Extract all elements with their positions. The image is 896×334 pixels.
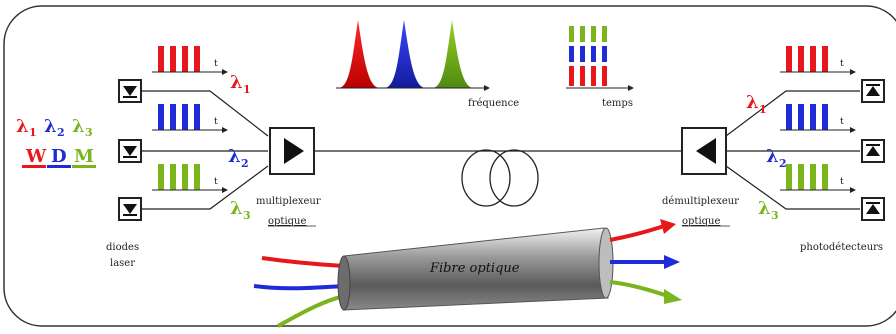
right-pulses-red: t — [780, 46, 856, 75]
legend-lambda2-sub: 2 — [57, 126, 65, 139]
legend-lambda3: λ — [72, 116, 85, 137]
lambda3-right-sub: 3 — [771, 209, 779, 222]
t-label-left-3: t — [214, 177, 218, 187]
time-pulses: temps — [566, 26, 634, 109]
left-pulses-blue: t — [152, 104, 228, 133]
multiplexer: multiplexeur optique — [256, 127, 321, 227]
arrow-out-green — [609, 280, 669, 298]
lambda3-left: λ — [230, 198, 243, 219]
t-label-left-1: t — [214, 59, 218, 69]
left-pulses-green: t — [152, 164, 228, 193]
demultiplexer-label-line1: démultiplexeur — [662, 196, 739, 207]
fibre-cable: Fibre optique — [253, 219, 682, 328]
legend-lambda1: λ — [16, 116, 29, 137]
photodetectors-label: photodétecteurs — [800, 242, 883, 253]
strand-in-green — [277, 294, 345, 328]
temps-label: temps — [602, 98, 633, 109]
lambda1-right-sub: 1 — [759, 103, 767, 116]
demultiplexer: démultiplexeur optique — [662, 127, 739, 227]
laser-diode-1 — [118, 79, 142, 103]
t-label-left-2: t — [214, 117, 218, 127]
photodetector-2 — [861, 139, 885, 163]
legend-underline-red — [22, 165, 46, 168]
left-wiring — [141, 90, 269, 210]
lambda2-left: λ — [228, 146, 241, 167]
multiplexer-label-line1: multiplexeur — [256, 196, 321, 207]
demultiplexer-arrow-icon — [696, 138, 716, 164]
right-pulses-blue: t — [780, 104, 856, 133]
wdm-legend: λ 1 λ 2 λ 3 W D M — [16, 116, 96, 168]
t-label-right-2: t — [840, 117, 844, 127]
laser-diode-3 — [118, 197, 142, 221]
laser-diodes: diodes laser — [106, 79, 142, 269]
peak-green — [432, 20, 474, 88]
laser-diode-2 — [118, 139, 142, 163]
peak-blue — [384, 20, 426, 88]
photodetectors: photodétecteurs — [800, 79, 885, 253]
lambda2-left-sub: 2 — [241, 157, 249, 170]
legend-d: D — [51, 146, 67, 167]
arrow-out-red — [609, 224, 665, 242]
strand-in-red — [261, 256, 345, 268]
demultiplexer-label-line2: optique — [682, 216, 720, 227]
diodes-label-line2: laser — [110, 258, 135, 269]
legend-lambda2: λ — [44, 116, 57, 137]
outer-frame — [3, 5, 896, 327]
left-lambda-labels: λ 1 λ 2 λ 3 — [228, 72, 251, 222]
legend-lambda1-sub: 1 — [29, 126, 37, 139]
fibre-coil-icon — [461, 149, 539, 207]
right-wiring — [725, 90, 860, 210]
lambda1-right: λ — [746, 92, 759, 113]
right-pulses-green: t — [780, 164, 856, 193]
left-pulses-red: t — [152, 46, 228, 75]
fibre-label: Fibre optique — [429, 261, 520, 276]
lambda1-left-sub: 1 — [243, 83, 251, 96]
photodetector-3 — [861, 197, 885, 221]
spectrum-peaks: fréquence — [336, 20, 519, 109]
legend-underline-green — [72, 165, 96, 168]
t-label-right-1: t — [840, 59, 844, 69]
multiplexer-label-line2: optique — [268, 216, 306, 227]
t-label-right-3: t — [840, 177, 844, 187]
lambda3-left-sub: 3 — [243, 209, 251, 222]
multiplexer-arrow-icon — [284, 138, 304, 164]
right-lambda-labels: λ 1 λ 2 λ 3 — [746, 92, 787, 222]
diodes-label-line1: diodes — [106, 242, 139, 253]
lambda3-right: λ — [758, 198, 771, 219]
frequence-label: fréquence — [468, 98, 519, 109]
legend-w: W — [25, 146, 47, 167]
lambda2-right: λ — [766, 146, 779, 167]
strand-in-blue — [253, 284, 345, 291]
legend-underline-blue — [47, 165, 71, 168]
photodetector-1 — [861, 79, 885, 103]
legend-lambda3-sub: 3 — [85, 126, 93, 139]
peak-red — [338, 20, 380, 88]
lambda1-left: λ — [230, 72, 243, 93]
lambda2-right-sub: 2 — [779, 157, 787, 170]
legend-m: M — [74, 146, 94, 167]
